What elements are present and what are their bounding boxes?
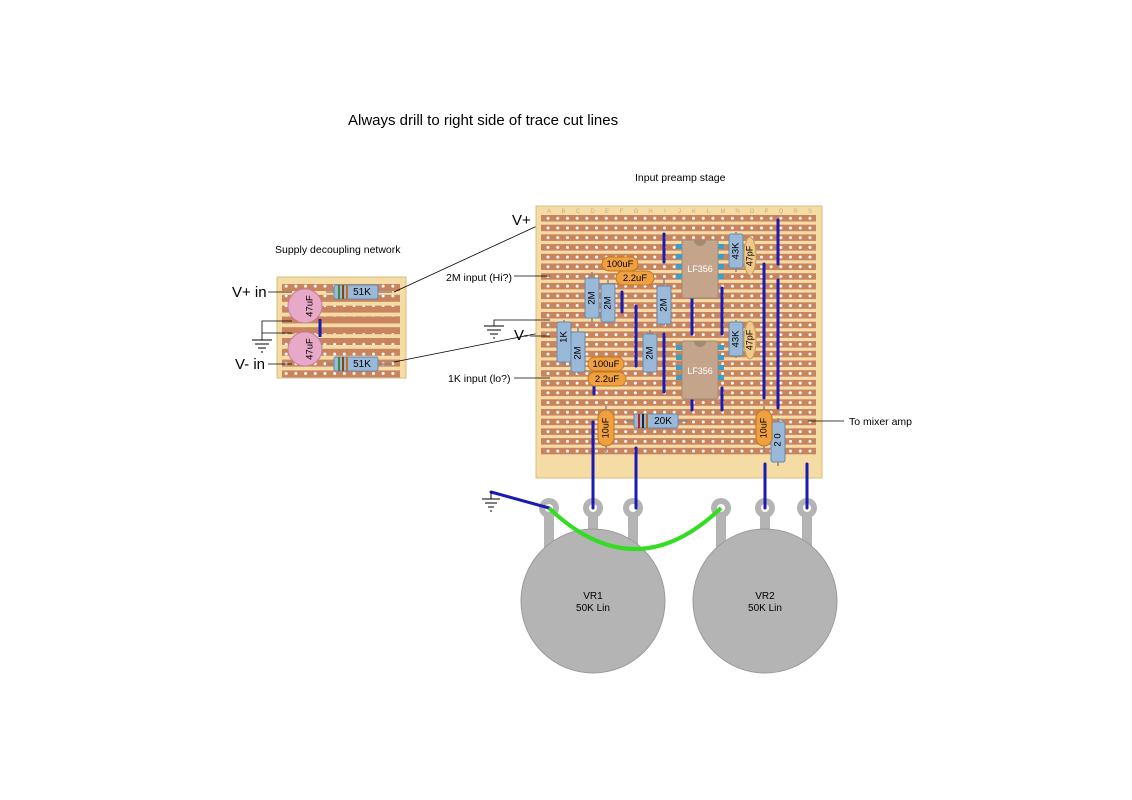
svg-text:2M: 2M bbox=[645, 346, 656, 359]
column-letter: E bbox=[605, 209, 609, 215]
output-label: To mixer amp bbox=[849, 416, 913, 428]
svg-text:2M: 2M bbox=[573, 346, 584, 359]
input-hi-label: 2M input (Hi?) bbox=[446, 272, 512, 284]
res-20k: 20K bbox=[626, 413, 688, 429]
column-letter: F bbox=[620, 209, 624, 215]
ground-symbol-preamp bbox=[484, 325, 504, 339]
svg-text:20K: 20K bbox=[654, 416, 672, 427]
supply-cap-top: 47uF bbox=[287, 288, 323, 324]
page-title: Always drill to right side of trace cut … bbox=[348, 112, 619, 129]
svg-text:2.2uF: 2.2uF bbox=[623, 273, 647, 284]
cap-label: 47uF bbox=[305, 295, 316, 317]
v-plus-in-label: V+ in bbox=[232, 284, 267, 301]
svg-text:2M: 2M bbox=[587, 291, 598, 304]
ic-bottom: LF356 bbox=[676, 340, 724, 400]
supply-cap-bottom: 47uF bbox=[287, 331, 323, 367]
column-letter: P bbox=[764, 209, 768, 215]
res-2m-e: 2M bbox=[570, 328, 586, 374]
column-letter: I bbox=[664, 209, 666, 215]
svg-text:2.2uF: 2.2uF bbox=[595, 374, 619, 385]
column-letter: C bbox=[576, 209, 581, 215]
supply-heading: Supply decoupling network bbox=[275, 244, 401, 256]
column-letter: L bbox=[707, 209, 711, 215]
column-letter: R bbox=[793, 209, 798, 215]
pot-name: VR1 bbox=[583, 591, 603, 602]
column-letter: M bbox=[721, 209, 726, 215]
cap-label: 47uF bbox=[305, 338, 316, 360]
v-minus-label: V- bbox=[514, 327, 529, 344]
svg-text:10uF: 10uF bbox=[600, 417, 610, 438]
cap-100uf-bottom: 100uF bbox=[587, 356, 625, 372]
green-ground-wire bbox=[547, 506, 723, 551]
svg-text:100uF: 100uF bbox=[593, 359, 620, 370]
cap-10uf-right: 10uF bbox=[755, 406, 773, 452]
pot-name: VR2 bbox=[755, 591, 775, 602]
cap-10uf-left: 10uF bbox=[597, 406, 615, 452]
input-lo-label: 1K input (lo?) bbox=[448, 373, 511, 385]
pot-value: 50K Lin bbox=[576, 603, 610, 614]
cap-22uf-bottom: 2.2uF bbox=[587, 371, 627, 387]
cap-22uf-top: 2.2uF bbox=[615, 270, 655, 286]
cap-47pf-top: 47pF bbox=[743, 236, 757, 276]
svg-text:100uF: 100uF bbox=[607, 259, 634, 270]
v-plus-label: V+ bbox=[512, 212, 531, 229]
preamp-strips bbox=[541, 213, 816, 456]
ground-symbol-pots bbox=[482, 492, 500, 512]
pot-vr1: VR1 50K Lin bbox=[520, 498, 666, 674]
res-43k-top: 43K bbox=[728, 232, 744, 272]
res-2m-b: 2M bbox=[600, 280, 616, 324]
pot-value: 50K Lin bbox=[748, 603, 782, 614]
supply-res-bottom: 51K bbox=[326, 356, 392, 372]
column-letter: S bbox=[808, 209, 812, 215]
res-1k: 1K bbox=[556, 320, 572, 366]
column-letter: Q bbox=[779, 209, 784, 215]
ic-top: LF356 bbox=[676, 239, 724, 299]
v-minus-in-label: V- in bbox=[235, 356, 266, 373]
res-20-right: 2 0 bbox=[770, 418, 786, 466]
column-letters: A B C D E F G H I J K L M N O P Q R S bbox=[547, 209, 812, 215]
supply-res-top: 51K bbox=[326, 284, 392, 300]
pot-vr2: VR2 50K Lin bbox=[692, 498, 838, 674]
column-letter: D bbox=[590, 209, 595, 215]
ic-label: LF356 bbox=[687, 366, 713, 376]
svg-text:2M: 2M bbox=[659, 298, 670, 311]
column-letter: A bbox=[547, 209, 551, 215]
column-letter: B bbox=[561, 209, 565, 215]
res-43k-bottom: 43K bbox=[728, 320, 744, 358]
svg-text:1K: 1K bbox=[559, 331, 570, 343]
svg-text:10uF: 10uF bbox=[758, 417, 768, 438]
svg-text:47pF: 47pF bbox=[744, 329, 754, 350]
res-2m-a: 2M bbox=[584, 272, 600, 322]
svg-text:2 0: 2 0 bbox=[773, 433, 784, 446]
ground-symbol-supply bbox=[252, 339, 272, 353]
preamp-heading: Input preamp stage bbox=[635, 172, 726, 184]
column-letter: K bbox=[692, 209, 696, 215]
column-letter: G bbox=[634, 209, 639, 215]
column-letter: O bbox=[750, 209, 755, 215]
pot-wires bbox=[489, 420, 809, 510]
column-letter: H bbox=[648, 209, 652, 215]
svg-text:2M: 2M bbox=[603, 296, 614, 309]
supply-board: 47uF 47uF 51K 51K bbox=[276, 276, 407, 379]
res-2m-c: 2M bbox=[656, 278, 672, 326]
preamp-board: A B C D E F G H I J K L M N O P Q R S LF356 bbox=[535, 205, 823, 482]
svg-text:43K: 43K bbox=[731, 242, 742, 260]
cap-100uf-top: 100uF bbox=[601, 256, 639, 272]
column-letter: N bbox=[735, 209, 739, 215]
column-letter: J bbox=[678, 209, 681, 215]
ic-label: LF356 bbox=[687, 264, 713, 274]
svg-text:47pF: 47pF bbox=[744, 245, 754, 266]
res-label: 51K bbox=[353, 287, 371, 298]
svg-text:43K: 43K bbox=[731, 330, 742, 348]
res-2m-d: 2M bbox=[642, 330, 658, 376]
res-label: 51K bbox=[353, 359, 371, 370]
cap-47pf-bottom: 47pF bbox=[743, 320, 757, 360]
